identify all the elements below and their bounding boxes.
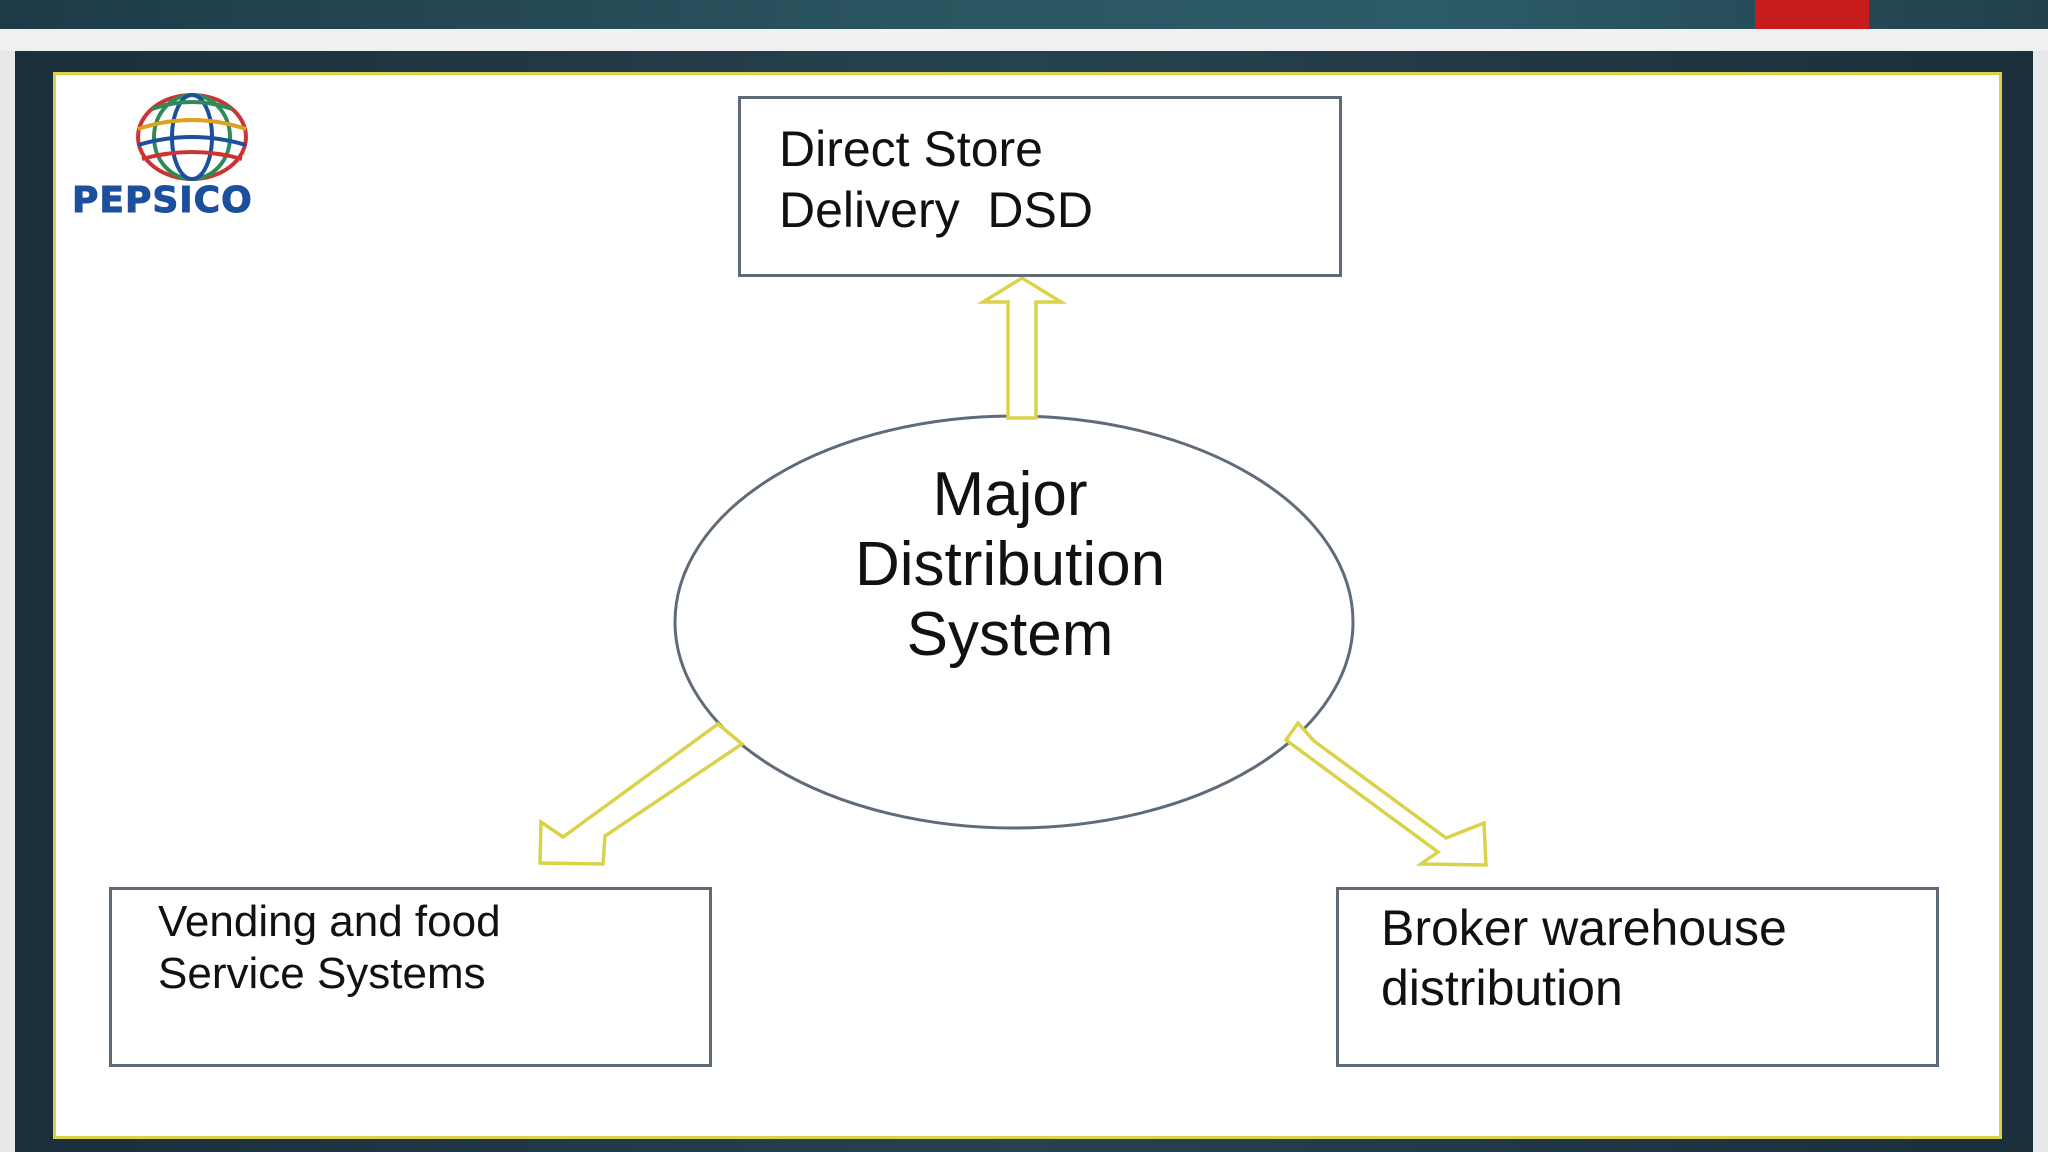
node-direct-store-delivery: Direct Store Delivery DSD (738, 96, 1342, 277)
arrow-to-vending (538, 721, 745, 866)
node-vending-line-1: Vending and food (158, 897, 501, 946)
pepsico-globe-icon (136, 93, 248, 181)
window-top-bar (0, 0, 2048, 29)
pepsico-logo: PEPSICO (72, 92, 332, 222)
pepsico-wordmark: PEPSICO (72, 180, 253, 222)
node-broker-line-1: Broker warehouse (1381, 900, 1787, 956)
node-vending-label: Vending and food Service Systems (158, 896, 501, 1000)
node-dsd-line-2: Delivery DSD (779, 182, 1093, 238)
window-close-accent (1755, 0, 1869, 29)
hub-line-2: Distribution (854, 530, 1166, 599)
node-broker-warehouse: Broker warehouse distribution (1336, 887, 1939, 1067)
node-dsd-line-1: Direct Store (779, 121, 1043, 177)
node-broker-label: Broker warehouse distribution (1381, 898, 1787, 1018)
hub-line-1: Major (932, 460, 1088, 529)
hub-label: Major Distribution System (680, 460, 1340, 670)
arrow-to-dsd (976, 275, 1068, 420)
window-top-strip (0, 29, 2048, 51)
node-dsd-label: Direct Store Delivery DSD (779, 119, 1093, 241)
node-vending-line-2: Service Systems (158, 949, 486, 998)
node-broker-line-2: distribution (1381, 960, 1623, 1016)
hub-line-3: System (906, 600, 1114, 669)
arrow-to-broker (1283, 720, 1488, 867)
node-vending-food-service: Vending and food Service Systems (109, 887, 712, 1067)
